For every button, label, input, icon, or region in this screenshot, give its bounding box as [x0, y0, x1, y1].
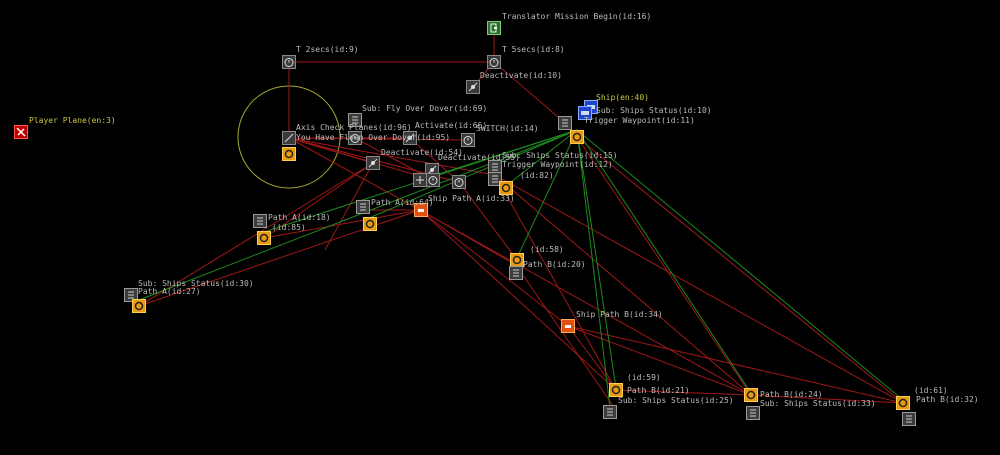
trigger-node-82[interactable] — [499, 181, 513, 195]
deactivate-node-10[interactable] — [466, 80, 480, 94]
stopwatch-icon — [428, 176, 438, 185]
waypoint-trigger-icon — [284, 149, 294, 159]
doc-node-33[interactable] — [746, 406, 760, 420]
deactivate-node-54[interactable] — [366, 156, 380, 170]
waypoint-trigger-icon — [365, 219, 375, 229]
timer-node-c[interactable] — [426, 173, 440, 187]
timer-node-9[interactable] — [282, 55, 296, 69]
document-icon — [607, 408, 613, 416]
trigger-node-85[interactable] — [257, 231, 271, 245]
doc-node-10[interactable] — [558, 116, 572, 130]
doc-node-25[interactable] — [603, 405, 617, 419]
doc-node-30[interactable] — [124, 288, 138, 302]
waypoint-trigger-icon — [501, 183, 511, 193]
waypoint-trigger-icon — [611, 385, 621, 395]
ship-path-a-node[interactable] — [414, 203, 428, 217]
document-icon — [906, 415, 912, 423]
trigger-node-27[interactable] — [132, 299, 146, 313]
stopwatch-icon — [350, 134, 360, 143]
document-icon — [492, 175, 498, 183]
stopwatch-icon — [284, 58, 294, 67]
stopwatch-icon — [489, 58, 499, 67]
ship-icon — [581, 111, 589, 115]
timer-node-d[interactable] — [452, 175, 466, 189]
trigger-node-11[interactable] — [570, 130, 584, 144]
deactivate-icon — [427, 165, 437, 175]
document-icon — [257, 217, 263, 225]
timer-node-8[interactable] — [487, 55, 501, 69]
waypoint-trigger-icon — [512, 255, 522, 265]
deactivate-icon — [368, 158, 378, 168]
waypoint-trigger-icon — [259, 233, 269, 243]
start-node-16[interactable] — [487, 21, 501, 35]
red-links — [138, 28, 904, 411]
switch-node[interactable] — [413, 173, 427, 187]
document-icon — [128, 291, 134, 299]
deactivate-icon — [468, 82, 478, 92]
doc-node-18[interactable] — [253, 214, 267, 228]
axis-check-node[interactable] — [282, 131, 296, 145]
doc-node-12[interactable] — [488, 172, 502, 186]
player-plane-node[interactable] — [14, 125, 28, 139]
document-icon — [492, 163, 498, 171]
waypoint-trigger-icon — [572, 132, 582, 142]
trigger-node-58[interactable] — [510, 253, 524, 267]
zone-trigger-node[interactable] — [282, 147, 296, 161]
waypoint-trigger-icon — [134, 301, 144, 311]
trigger-node-64[interactable] — [363, 217, 377, 231]
flag-start-icon — [490, 23, 497, 33]
doc-node-32[interactable] — [902, 412, 916, 426]
ship-icon — [565, 325, 571, 328]
trigger-node-24[interactable] — [744, 388, 758, 402]
trigger-node-59[interactable] — [609, 383, 623, 397]
timer-node-b[interactable] — [461, 133, 475, 147]
stopwatch-icon — [463, 136, 473, 145]
deactivate-icon — [284, 133, 294, 143]
activate-node[interactable] — [403, 131, 417, 145]
activate-icon — [405, 133, 415, 143]
waypoint-trigger-icon — [746, 390, 756, 400]
document-icon — [513, 269, 519, 277]
ship-node-40b[interactable] — [578, 106, 592, 120]
timer-node-a[interactable] — [348, 131, 362, 145]
switch-icon — [416, 176, 424, 184]
doc-node-64[interactable] — [356, 200, 370, 214]
doc-node-20[interactable] — [509, 266, 523, 280]
document-icon — [750, 409, 756, 417]
document-icon — [360, 203, 366, 211]
doc-node-69[interactable] — [348, 113, 362, 127]
plane-icon — [16, 127, 26, 137]
document-icon — [352, 116, 358, 124]
ship-icon — [418, 209, 424, 212]
waypoint-trigger-icon — [898, 398, 908, 408]
ship-path-b-node[interactable] — [561, 319, 575, 333]
stopwatch-icon — [454, 178, 464, 187]
document-icon — [562, 119, 568, 127]
green-links — [138, 129, 904, 409]
trigger-node-61[interactable] — [896, 396, 910, 410]
